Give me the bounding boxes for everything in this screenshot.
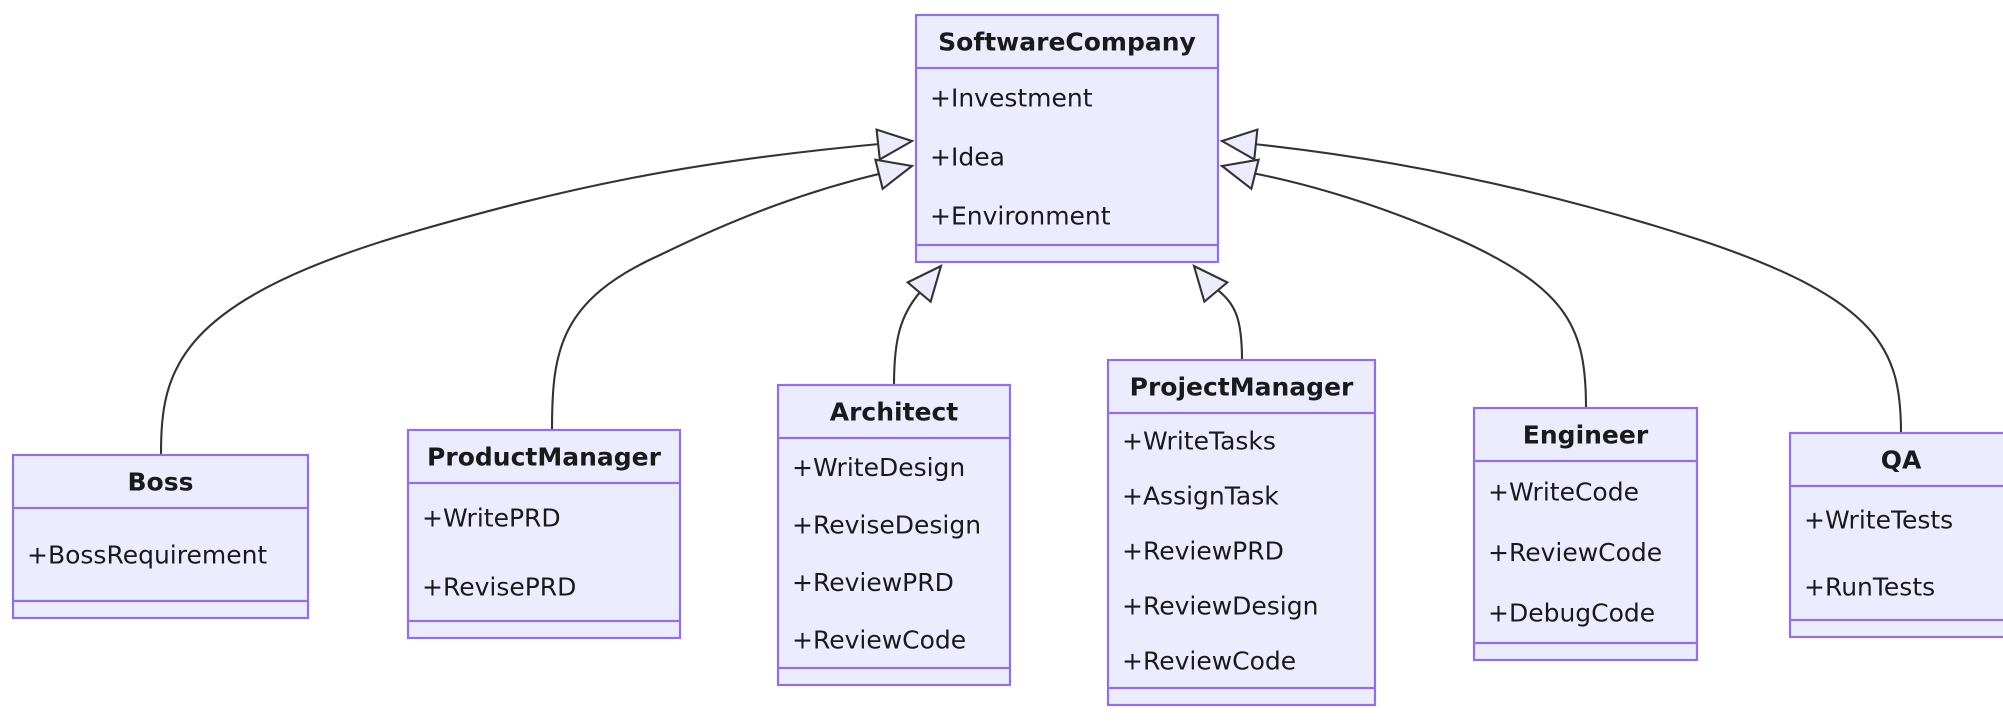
- edge-line: [159, 141, 891, 456]
- class-attribute-label: +ReviewPRD: [792, 568, 954, 597]
- generalization-edge: [892, 264, 943, 386]
- class-box-outline: [1106, 358, 1377, 707]
- class-attribute-label: +RunTests: [1804, 573, 1935, 602]
- class-box-software-company[interactable]: SoftwareCompany +Investment +Idea +Environm…: [914, 13, 1220, 264]
- class-attribute-label: +RevisePRD: [422, 573, 576, 602]
- class-name-label: Architect: [830, 398, 959, 427]
- class-attribute-label: +WriteTasks: [1122, 427, 1276, 456]
- class-box-product-manager[interactable]: ProductManager +WritePRD +RevisePRD: [406, 428, 682, 640]
- class-attribute-label: +ReviewPRD: [1122, 537, 1284, 566]
- class-attribute-label: +BossRequirement: [27, 541, 267, 570]
- class-box-outline: [11, 453, 310, 620]
- class-attribute-label: +WriteDesign: [792, 453, 965, 482]
- generalization-edge: [1219, 158, 1588, 409]
- class-name-label: QA: [1881, 446, 1922, 475]
- generalization-edge: [550, 158, 915, 431]
- class-box-outline: [406, 428, 682, 640]
- class-name-label: ProductManager: [427, 443, 662, 472]
- class-box-qa[interactable]: QA +WriteTests +RunTests: [1788, 431, 2003, 639]
- class-attribute-label: +ReviewCode: [792, 625, 966, 654]
- class-box-outline: [1788, 431, 2003, 639]
- edge-line: [1214, 287, 1244, 361]
- inheritance-arrowhead-icon: [875, 128, 915, 162]
- class-name-label: SoftwareCompany: [938, 28, 1196, 57]
- class-box-architect[interactable]: Architect +WriteDesign +ReviseDesign +Revie…: [776, 383, 1012, 687]
- generalization-edge: [1219, 128, 1903, 434]
- class-attribute-label: +ReviewDesign: [1122, 592, 1318, 621]
- inheritance-arrowhead-icon: [1219, 158, 1261, 191]
- class-name-label: Engineer: [1523, 421, 1649, 450]
- inheritance-arrowhead-icon: [1219, 128, 1259, 162]
- inheritance-arrowhead-icon: [873, 158, 915, 191]
- edge-line: [1243, 141, 1903, 434]
- class-attribute-label: +DebugCode: [1488, 599, 1655, 628]
- class-attribute-label: +ReviewCode: [1122, 647, 1296, 676]
- class-name-label: Boss: [128, 468, 194, 497]
- class-box-project-manager[interactable]: ProjectManager +WriteTasks +AssignTask +Rev…: [1106, 358, 1377, 707]
- inheritance-arrowhead-icon: [905, 264, 943, 304]
- class-attribute-label: +Idea: [930, 143, 1005, 172]
- class-attribute-label: +ReviseDesign: [792, 510, 981, 539]
- class-box-outline: [1472, 406, 1699, 662]
- class-attribute-label: +Environment: [930, 202, 1111, 231]
- edge-line: [892, 290, 922, 386]
- inheritance-arrowhead-icon: [1192, 264, 1230, 304]
- edge-line: [1246, 170, 1588, 409]
- class-boxes-layer: SoftwareCompany +Investment +Idea +Environm…: [11, 13, 2003, 707]
- class-box-boss[interactable]: Boss +BossRequirement: [11, 453, 310, 620]
- generalization-edge: [159, 128, 915, 456]
- class-attribute-label: +AssignTask: [1122, 482, 1279, 511]
- class-attribute-label: +ReviewCode: [1488, 538, 1662, 567]
- relationship-edges-layer: [159, 128, 1903, 456]
- generalization-edge: [1192, 264, 1244, 361]
- class-attribute-label: +WriteTests: [1804, 506, 1953, 535]
- class-attribute-label: +WriteCode: [1488, 477, 1639, 506]
- class-attribute-label: +Investment: [930, 84, 1093, 113]
- class-box-outline: [914, 13, 1220, 264]
- class-name-label: ProjectManager: [1130, 373, 1354, 402]
- class-attribute-label: +WritePRD: [422, 504, 561, 533]
- class-box-outline: [776, 383, 1012, 687]
- edge-line: [550, 170, 888, 431]
- class-box-engineer[interactable]: Engineer +WriteCode +ReviewCode +DebugCode: [1472, 406, 1699, 662]
